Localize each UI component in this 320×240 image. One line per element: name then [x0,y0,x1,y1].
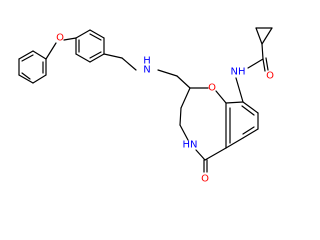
bond [89,29,105,39]
bond [225,101,244,104]
bond [176,75,191,89]
bond-lines [18,27,273,173]
bond [89,51,102,59]
bond [180,87,191,109]
bond [103,53,123,59]
atom-labels: O H N O NH O HN O [56,33,274,185]
atom-label-ring-o: O [208,83,216,94]
bond [235,77,244,103]
bond [121,57,137,71]
bond [261,27,273,45]
atom-label-secondary-amine-n: N [143,65,150,76]
bond [63,37,77,41]
bond [242,126,255,135]
bond [261,43,264,60]
bond [255,27,263,45]
bond [75,29,91,39]
bond [262,58,266,72]
atom-label-carbonyl-o: O [266,71,274,82]
bond [18,50,34,60]
bond [32,50,47,60]
bond [195,149,206,161]
atom-label-amide-nh: NH [231,67,246,78]
atom-label-lactam-o: O [201,174,209,185]
atom-label-secondary-amine-h: H [143,56,151,67]
bond [225,137,244,149]
bond [21,54,34,62]
bond [242,128,259,139]
bond [157,69,178,77]
bond [179,124,189,141]
bond [215,90,227,104]
bond [32,74,47,84]
bond [89,53,105,63]
molecule-structure: O H N O NH O HN O [18,27,274,185]
bond [75,53,91,63]
bond [179,107,182,126]
bond [18,74,34,84]
bond [45,42,57,60]
bond [265,57,269,71]
bond [204,147,227,161]
bond [241,105,255,116]
bond [89,33,102,41]
bond [21,72,31,80]
atom-label-ether-o: O [56,33,64,44]
atom-label-lactam-nh: HN [183,140,198,151]
bond [242,101,259,114]
bond [247,58,264,69]
